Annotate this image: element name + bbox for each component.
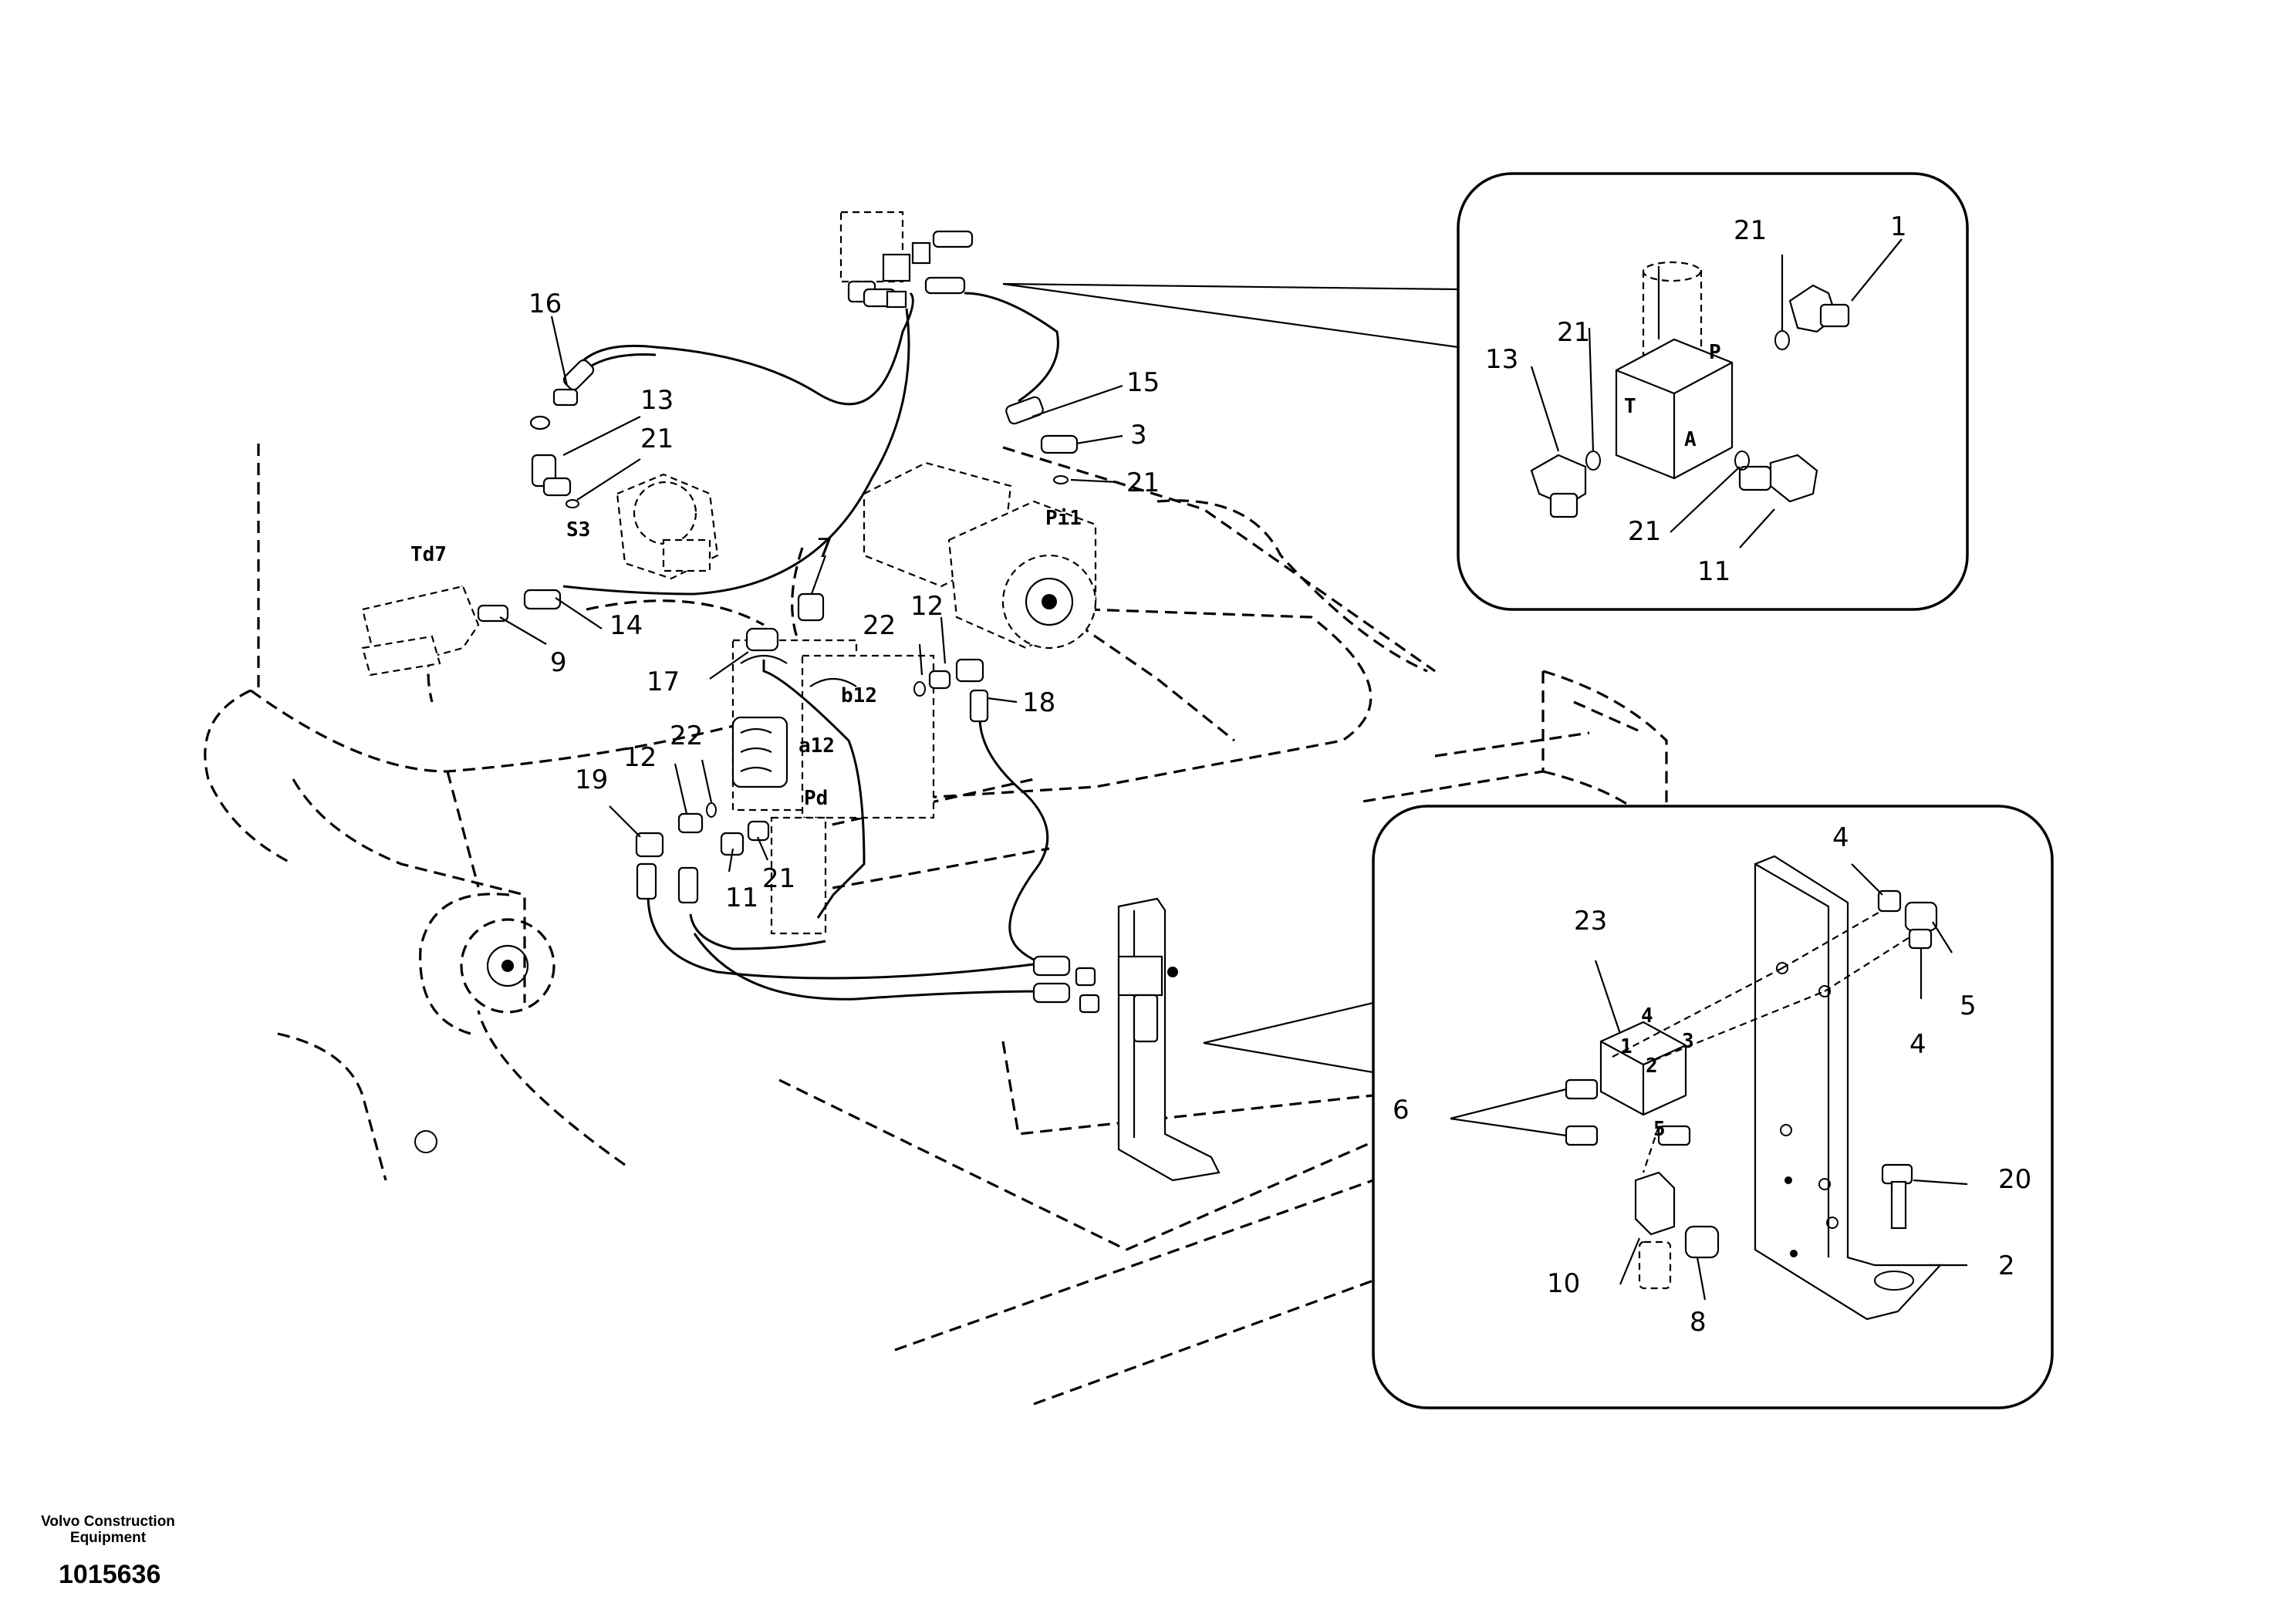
callout-22: 22 — [863, 610, 896, 641]
callout-21: 21 — [1557, 317, 1590, 348]
callout-11: 11 — [725, 883, 758, 913]
callout-13: 13 — [640, 385, 674, 416]
detail-panel-solenoid — [1457, 172, 1969, 611]
callout-21: 21 — [762, 863, 795, 894]
brand-name: Volvo Construction Equipment — [41, 1514, 175, 1546]
callout-18: 18 — [1022, 687, 1055, 718]
port-label-p: P — [1709, 341, 1721, 364]
callout-2: 2 — [1998, 1250, 2015, 1281]
bracket-assembly — [1117, 897, 1221, 1182]
block-port-3: 3 — [1682, 1030, 1694, 1053]
detail-connectors — [1002, 282, 1459, 1074]
hoses — [562, 292, 1065, 1001]
td7-bracket — [361, 585, 480, 677]
callout-21: 21 — [640, 424, 674, 454]
machine-outline — [204, 444, 1668, 1406]
callout-10: 10 — [1547, 1268, 1580, 1299]
port-label-b12: b12 — [841, 684, 877, 707]
port-label-t: T — [1624, 395, 1636, 418]
callout-21: 21 — [1126, 467, 1160, 498]
port-label-td7: Td7 — [410, 543, 447, 566]
callout-12: 12 — [910, 591, 944, 622]
control-valve-block — [731, 639, 935, 935]
callout-13: 13 — [1485, 344, 1518, 375]
callout-17: 17 — [647, 667, 680, 697]
solenoid-valve-group — [839, 211, 974, 309]
callout-numbers: 16 13 21 14 9 15 3 21 7 12 22 18 17 22 1… — [528, 211, 2031, 1338]
block-port-1: 1 — [1620, 1035, 1633, 1058]
callout-11: 11 — [1697, 556, 1730, 587]
callout-3: 3 — [1130, 420, 1147, 451]
block-port-5: 5 — [1653, 1118, 1666, 1141]
port-label-pi1: Pi1 — [1045, 507, 1082, 530]
callout-22: 22 — [670, 721, 703, 751]
drawing-number: 1015636 — [59, 1560, 161, 1589]
callout-9: 9 — [550, 647, 567, 678]
block-port-4: 4 — [1641, 1004, 1653, 1028]
port-label-a: A — [1684, 428, 1697, 451]
callout-15: 15 — [1126, 367, 1160, 398]
s3-port-body — [616, 473, 719, 580]
callout-4: 4 — [1832, 822, 1849, 853]
pilot-pump — [863, 461, 1097, 650]
callout-8: 8 — [1690, 1307, 1707, 1338]
callout-4: 4 — [1909, 1029, 1926, 1060]
footer: Volvo Construction Equipment 1015636 — [31, 1514, 185, 1590]
port-label-a12: a12 — [799, 734, 835, 758]
callout-1: 1 — [1890, 211, 1907, 242]
callout-21: 21 — [1734, 215, 1767, 246]
callout-7: 7 — [816, 533, 833, 564]
port-label-s3: S3 — [566, 518, 590, 542]
callout-21: 21 — [1628, 516, 1661, 547]
block-port-2: 2 — [1646, 1055, 1658, 1078]
callout-6: 6 — [1393, 1095, 1410, 1126]
callout-12: 12 — [623, 742, 657, 773]
callout-20: 20 — [1998, 1164, 2031, 1195]
port-labels: Td7 S3 Pi1 b12 a12 Pd P T A 1 2 3 4 5 — [410, 341, 1721, 1141]
callout-14: 14 — [609, 610, 643, 641]
detail-panel-bracket — [1372, 805, 2054, 1409]
callout-19: 19 — [575, 764, 608, 795]
callout-5: 5 — [1960, 991, 1977, 1021]
port-label-pd: Pd — [804, 787, 828, 810]
callout-23: 23 — [1574, 906, 1607, 937]
leader-lines-main — [499, 316, 1123, 872]
callout-16: 16 — [528, 289, 562, 319]
